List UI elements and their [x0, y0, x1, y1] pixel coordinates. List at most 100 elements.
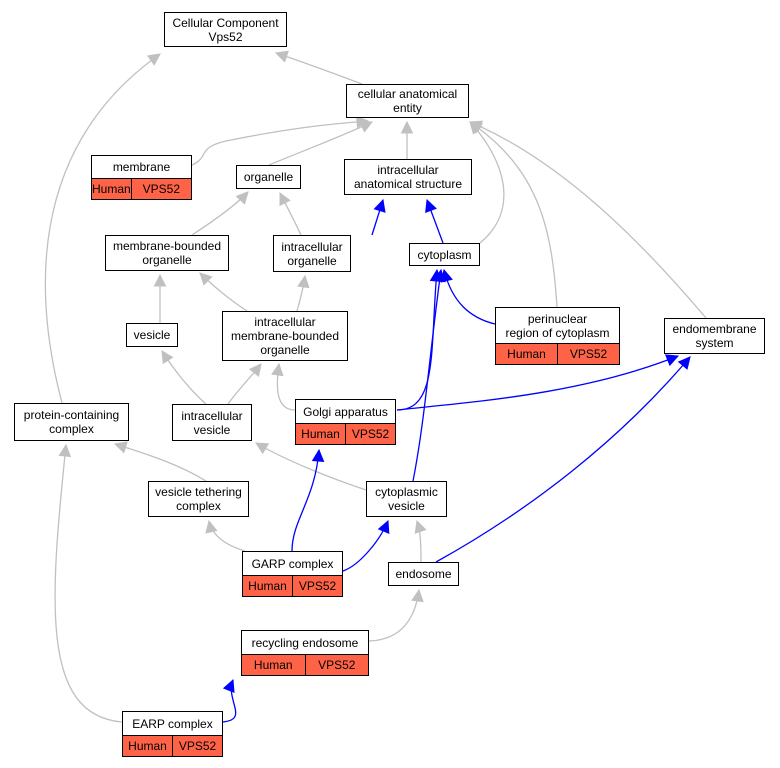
annotation-row: Human VPS52 — [296, 423, 395, 444]
species-label: Human — [128, 739, 167, 753]
arrowhead — [468, 120, 484, 133]
arrowhead — [58, 443, 72, 458]
arrowhead — [377, 519, 390, 535]
arrowhead — [433, 268, 446, 283]
arrowhead — [153, 273, 167, 287]
arrowhead — [425, 198, 437, 213]
arrowhead — [677, 356, 691, 370]
node-title: EARP complex — [123, 712, 222, 735]
node-label-line: Cellular Component — [172, 15, 279, 30]
arrowhead — [279, 191, 291, 207]
node-title: cytoplasm — [410, 244, 479, 265]
node-label-line: protein-containing — [23, 408, 120, 422]
arrowhead — [199, 272, 213, 286]
edge-golgi-apparatus-to-cytoplasm — [396, 269, 438, 411]
edge-cytoplasmic-vesicle-to-cytoplasm — [412, 269, 442, 482]
arrowhead — [222, 678, 235, 694]
node-title: endosome — [389, 563, 458, 585]
gene-label: VPS52 — [304, 655, 369, 675]
node-label-line: organelle — [260, 343, 310, 357]
gene-label: VPS52 — [345, 424, 395, 444]
node-label-line: organelle — [243, 170, 294, 184]
arrowhead — [255, 442, 270, 455]
gene-label: VPS52 — [557, 344, 619, 364]
node-title: vesicle — [127, 324, 177, 346]
edge-cytoplasmic-vesicle-to-intracellular-vesicle — [255, 442, 367, 491]
node-label-line: vesicle — [133, 328, 171, 342]
node-label-line: cytoplasm — [417, 247, 472, 262]
node-label-line: vesicle tethering — [155, 485, 242, 499]
edge-garp-complex-to-golgi-apparatus — [291, 449, 320, 552]
node-title: recycling endosome — [242, 631, 368, 654]
arrowhead — [113, 441, 128, 454]
arrowhead — [373, 198, 386, 213]
node-label-line: intracellular — [254, 315, 316, 329]
arrowhead — [358, 121, 374, 133]
arrowhead — [161, 350, 174, 365]
node-title: GARP complex — [243, 552, 342, 575]
edge-golgi-apparatus-to-endomembrane-system — [396, 355, 679, 411]
node-label-line: EARP complex — [132, 716, 213, 731]
node-label-line: Vps52 — [208, 29, 243, 44]
arrowhead — [205, 519, 218, 534]
node-label-line: organelle — [142, 253, 192, 267]
node-endosome[interactable]: endosome — [388, 562, 459, 586]
species-label: Human — [301, 427, 340, 441]
node-label-line: recycling endosome — [251, 635, 359, 650]
species-label: Human — [248, 579, 287, 593]
node-vesicle[interactable]: vesicle — [126, 323, 178, 347]
node-label-line: system — [695, 336, 734, 350]
edge-membrane-to-cellular-anatomical-entity — [191, 120, 369, 166]
arrowhead — [235, 191, 249, 205]
node-label-line: region of cytoplasm — [505, 325, 610, 340]
node-label-line: organelle — [287, 253, 337, 268]
arrowhead — [146, 53, 161, 66]
node-label-line: vesicle — [388, 499, 425, 513]
node-label-line: GARP complex — [251, 556, 334, 571]
edge-perinuclear-region-to-cellular-anatomical-entity — [469, 121, 558, 308]
node-label-line: complex — [176, 499, 221, 513]
edge-cellular-anatomical-entity-to-cellular-component — [275, 52, 363, 85]
node-organelle[interactable]: organelle — [236, 165, 301, 189]
node-label-line: endomembrane — [672, 322, 757, 336]
arrowhead — [400, 120, 414, 134]
edge-recycling-endosome-to-endosome — [368, 589, 420, 642]
node-label-line: intracellular — [377, 163, 439, 177]
node-label-line: entity — [393, 101, 422, 115]
node-label-line: membrane — [112, 160, 171, 174]
node-label-line: complex — [49, 422, 94, 436]
node-cytoplasm[interactable]: cytoplasm — [409, 243, 480, 266]
edge-protein-containing-complex-to-cellular-component — [44, 53, 161, 404]
